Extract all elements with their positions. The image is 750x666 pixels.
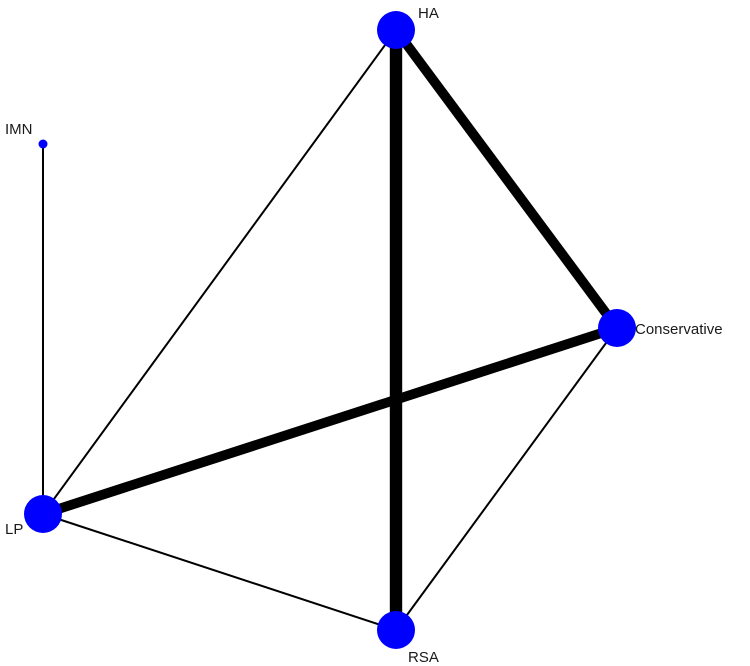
node-label-imn: IMN — [5, 121, 33, 138]
node-ha — [377, 11, 415, 49]
node-conservative — [598, 309, 636, 347]
node-lp — [24, 495, 62, 533]
edge-rsa-conservative — [395, 327, 618, 631]
edge-ha-conservative — [392, 27, 621, 331]
edge-ha-lp — [42, 29, 397, 515]
node-label-rsa: RSA — [408, 649, 439, 666]
edges-layer — [41, 27, 621, 631]
nodes-layer — [24, 11, 636, 649]
node-imn — [38, 139, 48, 149]
node-label-conservative: Conservative — [635, 321, 723, 338]
edge-lp-rsa — [42, 513, 397, 631]
node-label-lp: LP — [5, 521, 23, 538]
node-rsa — [377, 611, 415, 649]
edge-lp-conservative — [41, 323, 619, 519]
node-label-ha: HA — [418, 5, 439, 22]
